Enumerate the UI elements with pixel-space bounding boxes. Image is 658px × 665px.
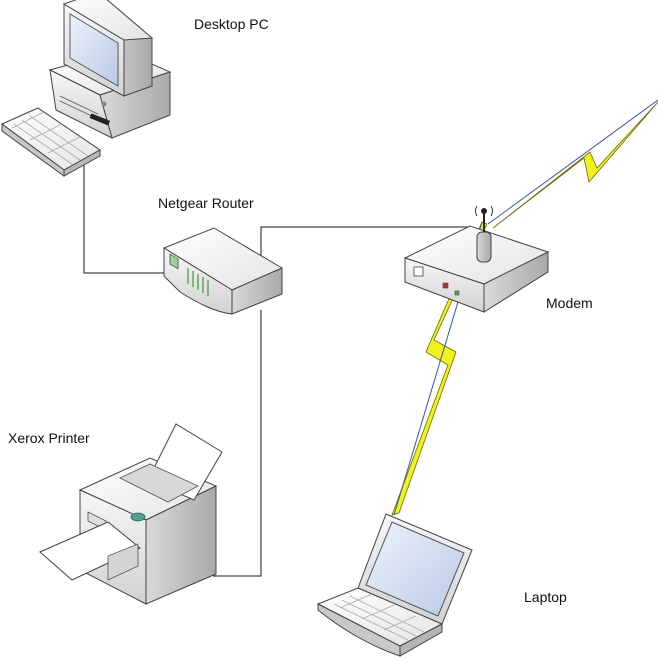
wireless-modem-icon bbox=[403, 205, 550, 313]
router-label: Netgear Router bbox=[158, 195, 254, 211]
laptop-icon bbox=[316, 513, 473, 657]
printer-label: Xerox Printer bbox=[8, 430, 90, 446]
desktop-computer-icon bbox=[1, 0, 172, 177]
laptop-label: Laptop bbox=[524, 589, 567, 605]
desktop-label: Desktop PC bbox=[194, 16, 269, 32]
modem-label: Modem bbox=[546, 295, 593, 311]
wireless-bolt-internet bbox=[492, 101, 658, 229]
printer-icon bbox=[39, 423, 223, 605]
router-icon bbox=[162, 227, 284, 315]
cable-router-printer bbox=[213, 310, 262, 577]
cable-desktop-router bbox=[83, 163, 166, 274]
wireless-links bbox=[391, 99, 658, 516]
wireless-ray-internet bbox=[487, 99, 658, 225]
